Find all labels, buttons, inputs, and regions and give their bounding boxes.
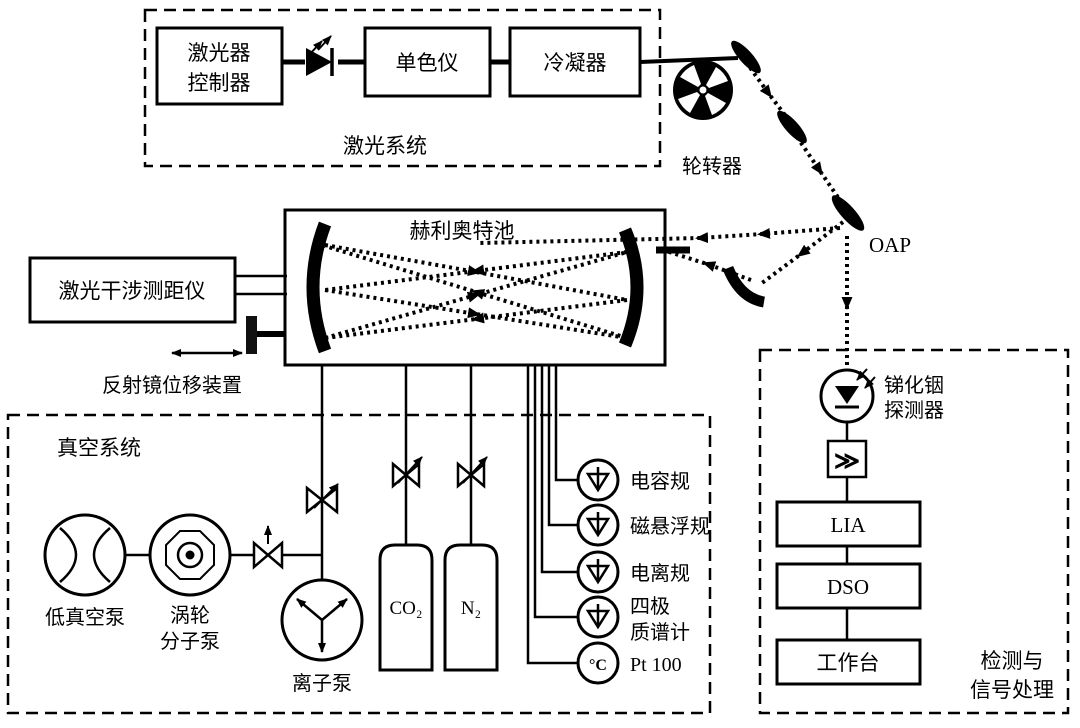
herriott-cell-group: 赫利奥特池	[283, 208, 690, 367]
oap-mirror-icon	[831, 195, 865, 231]
maglev-gauge-icon	[576, 503, 620, 547]
gauge-line	[533, 365, 578, 619]
herriott-cell-label: 赫利奥特池	[410, 219, 515, 243]
turbo-pump-icon	[148, 513, 232, 597]
co2-label: CO₂	[389, 598, 422, 619]
turbo-pump-label-2: 分子泵	[160, 630, 220, 653]
insb-detector-icon	[819, 368, 876, 424]
oap-label: OAP	[869, 233, 911, 257]
fold-mirror-1-icon	[731, 40, 761, 74]
vacuum-system-frame	[6, 413, 712, 715]
cell-beam	[324, 288, 628, 340]
quadrupole-gauge-icon	[576, 595, 620, 639]
dso-box	[775, 562, 922, 610]
concave-mirror-icon	[722, 265, 766, 308]
chamber-valve-icon	[305, 483, 339, 515]
cell-beam	[324, 250, 628, 292]
detection-label-1: 检测与	[981, 649, 1044, 673]
laser-system-label: 激光系统	[343, 134, 427, 158]
pt100-label: Pt 100	[630, 654, 682, 676]
quadrupole-label-2: 质谱计	[630, 621, 690, 644]
fold-mirror-2-icon	[777, 110, 807, 144]
pt100-sensor-icon: °C	[576, 641, 620, 685]
vacuum-system-label: 真空系统	[57, 436, 141, 460]
laser-diode-icon	[306, 35, 334, 76]
laser-controller-label-1: 激光器	[188, 41, 251, 65]
beam-mirror1-mirror2	[744, 60, 793, 125]
laser-system-group: 激光系统 激光器 控制器 单色仪 冷凝器	[143, 8, 662, 168]
mirror-stage-rod-icon	[246, 316, 257, 354]
n2-valve-icon	[456, 456, 488, 489]
beam-oap-concave	[760, 220, 845, 285]
beam-paths-group	[324, 60, 853, 368]
dso-label: DSO	[827, 575, 869, 599]
detection-frame	[758, 348, 1070, 715]
chopper-wheel-icon	[673, 60, 733, 120]
turbo-pump-label-1: 涡轮	[170, 604, 210, 627]
laser-system-frame	[143, 8, 662, 168]
backing-valve-icon	[252, 525, 284, 570]
amplifier-box	[826, 439, 868, 479]
detection-label-2: 信号处理	[970, 678, 1054, 702]
beam-concave-cell	[665, 249, 752, 282]
lia-label: LIA	[831, 513, 867, 537]
n2-label: N₂	[461, 598, 481, 619]
maglev-gauge-label: 磁悬浮规	[630, 515, 710, 538]
laser-controller-label-2: 控制器	[188, 71, 251, 95]
workstation-label: 工作台	[817, 651, 880, 675]
mirror-stage-label: 反射镜位移装置	[102, 374, 242, 397]
interferometer-group: 激光干涉测距仪	[28, 256, 287, 324]
laser-controller-box	[155, 26, 284, 106]
gauge-line	[540, 365, 578, 574]
capacitance-gauge-icon	[576, 458, 620, 502]
gauge-line	[554, 365, 578, 482]
gas-cylinder-n2	[443, 543, 499, 672]
workstation-box	[775, 638, 922, 686]
interferometer-label: 激光干涉测距仪	[59, 279, 206, 303]
roughing-pump-icon	[43, 513, 127, 597]
co2-valve-icon	[391, 456, 423, 489]
vacuum-system-group: 真空系统 低真空泵 涡轮 分子泵	[6, 365, 712, 715]
quadrupole-label-1: 四极	[630, 595, 670, 618]
interferometer-box	[28, 256, 237, 324]
ionization-gauge-label: 电离规	[630, 562, 690, 585]
ion-pump-label: 离子泵	[292, 672, 352, 695]
mirror-stage-group: 反射镜位移装置	[102, 316, 286, 397]
lia-box	[775, 500, 922, 548]
cell-beam	[324, 243, 628, 302]
condenser-box	[508, 26, 642, 98]
chopper-label: 轮转器	[682, 155, 742, 178]
gauge-line	[547, 365, 578, 527]
gauge-line	[526, 365, 578, 665]
laser-beam-solid	[639, 56, 739, 64]
detector-label-2: 探测器	[884, 399, 944, 422]
monochromator-label: 单色仪	[396, 51, 459, 75]
cell-beam	[324, 250, 628, 340]
capacitance-gauge-label: 电容规	[630, 470, 690, 493]
roughing-pump-label: 低真空泵	[45, 606, 125, 629]
detector-label-1: 锑化铟	[884, 374, 944, 397]
condenser-label: 冷凝器	[544, 51, 607, 75]
ion-pump-icon	[280, 578, 364, 662]
amplifier-symbol: ≫	[834, 448, 860, 475]
gas-cylinder-co2	[378, 543, 434, 672]
ionization-gauge-icon	[576, 550, 620, 594]
cell-mirror-left-icon	[306, 221, 332, 354]
svg-text:°C: °C	[589, 657, 607, 674]
detection-group: 锑化铟 探测器 ≫ LIA DSO 工作台 检测与 信号处理	[758, 348, 1070, 715]
cell-beam	[324, 298, 628, 340]
beam-mirror2-oap	[791, 129, 848, 211]
cell-mirror-right-icon	[618, 227, 644, 348]
